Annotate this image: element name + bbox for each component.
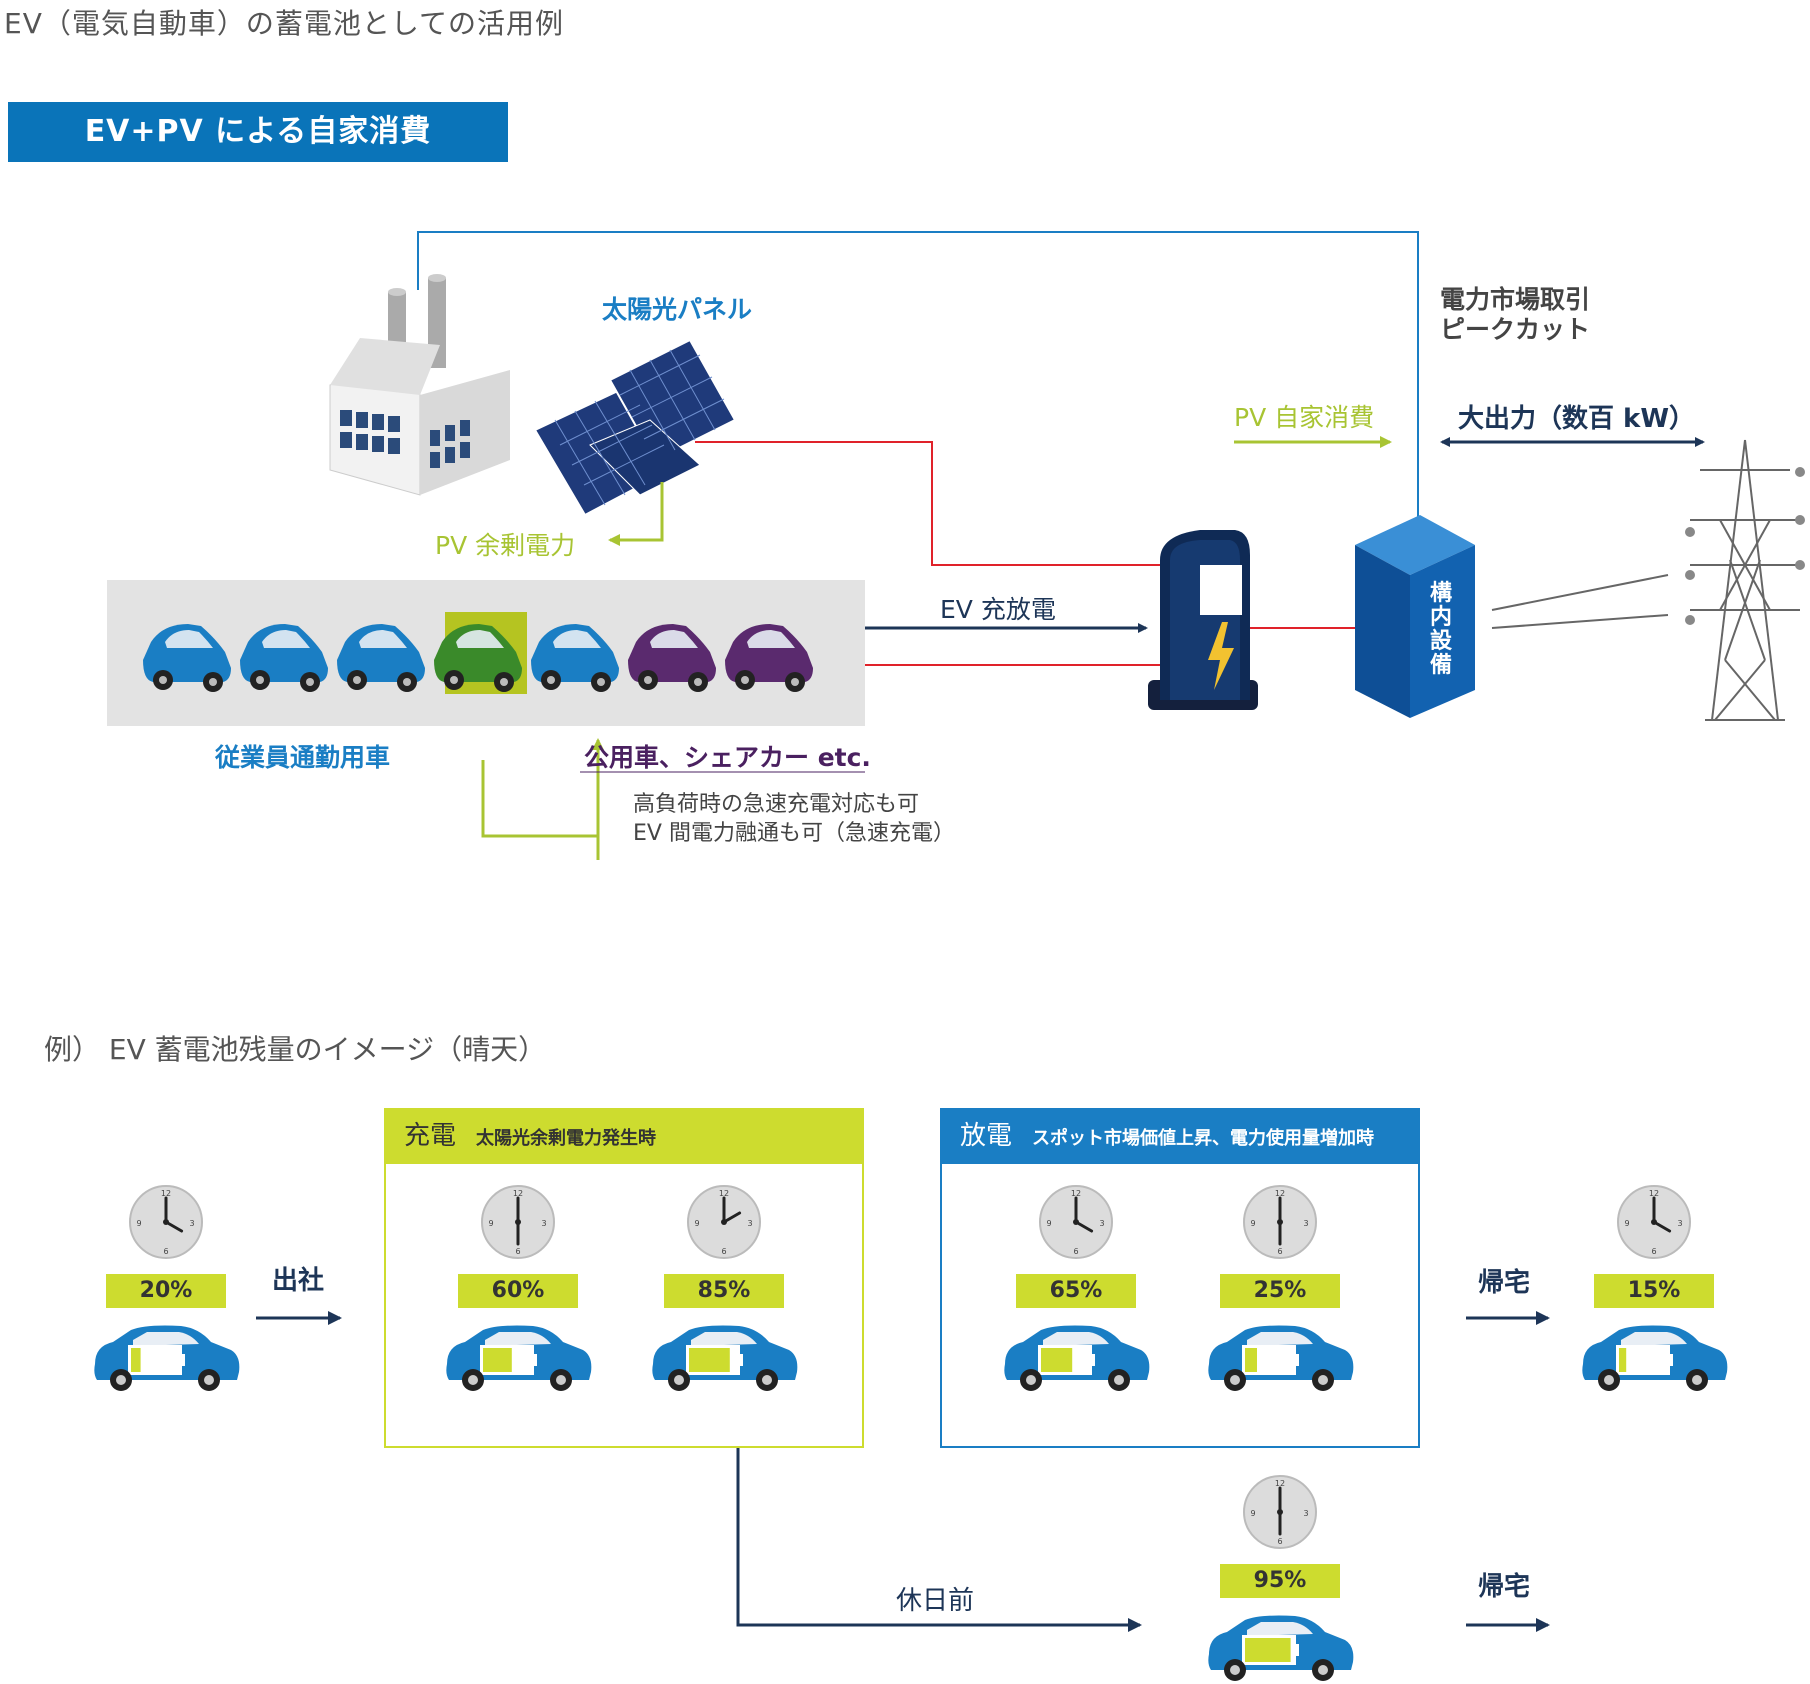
clock-number: 6: [1073, 1247, 1078, 1256]
clock-number: 12: [1275, 1189, 1285, 1198]
solar-panel-icon: [533, 338, 737, 517]
clock-number: 9: [1250, 1509, 1255, 1518]
battery-percent-badge: 65%: [1016, 1274, 1136, 1308]
clock-number: 12: [1071, 1189, 1081, 1198]
clock-icon: 12 3 6 9: [1039, 1185, 1113, 1259]
clock-number: 6: [515, 1247, 520, 1256]
clock-number: 12: [1649, 1189, 1659, 1198]
note-line-2: EV 間電力融通も可（急速充電）: [633, 821, 955, 846]
clock-number: 3: [1099, 1219, 1104, 1228]
clock-number: 9: [1046, 1219, 1051, 1228]
parked-cars: [143, 612, 813, 694]
facility-label: 構内設備: [1430, 581, 1453, 678]
ev-battery-car-icon: [446, 1325, 592, 1391]
system-diagram: [329, 231, 1805, 860]
big-output-label: 大出力（数百 kW）: [1458, 404, 1696, 434]
market-label-1: 電力市場取引: [1440, 285, 1591, 314]
parked-car-icon: [628, 624, 716, 692]
clock-number: 12: [719, 1189, 729, 1198]
clock-number: 6: [1277, 1247, 1282, 1256]
section-banner: EV+PV による自家消費: [8, 102, 508, 162]
note-line-1: 高負荷時の急速充電対応も可: [633, 792, 920, 817]
ev-charger-icon: [1148, 530, 1258, 710]
pv-surplus-label: PV 余剰電力: [435, 531, 576, 560]
clock-number: 6: [163, 1247, 168, 1256]
clock-number: 9: [694, 1219, 699, 1228]
clock-number: 9: [488, 1219, 493, 1228]
grid-line: [417, 231, 1419, 520]
clock-number: 12: [513, 1189, 523, 1198]
battery-percent-badge: 60%: [458, 1274, 578, 1308]
employee-cars-label: 従業員通勤用車: [215, 743, 391, 772]
clock-number: 3: [747, 1219, 752, 1228]
parked-car-icon: [531, 624, 619, 692]
ev-battery-car-icon: [1208, 1615, 1354, 1681]
public-cars-label: 公用車、シェアカー etc.: [584, 743, 871, 772]
transmission-tower-icon: [1491, 439, 1800, 721]
parked-car-icon: [240, 624, 328, 692]
go-home-label-2: 帰宅: [1478, 1572, 1531, 1602]
clock-number: 9: [1624, 1219, 1629, 1228]
charge-header: 充電太陽光余剰電力発生時: [384, 1108, 864, 1164]
facility-box-icon: [1355, 515, 1475, 718]
ev-battery-car-icon: [94, 1325, 240, 1391]
go-home-label: 帰宅: [1478, 1268, 1531, 1298]
ev-battery-car-icon: [1582, 1325, 1728, 1391]
holiday-arrow: [736, 1448, 1142, 1632]
holiday-label: 休日前: [896, 1586, 975, 1616]
timeline-arrows: [256, 1311, 1550, 1632]
clock-icon: 12 3 6 9: [687, 1185, 761, 1259]
charge-title: 充電: [404, 1121, 457, 1151]
clock-number: 6: [1277, 1537, 1282, 1546]
parked-car-icon: [725, 624, 813, 692]
clock-number: 9: [1250, 1219, 1255, 1228]
clock-icon: 12 3 6 9: [481, 1185, 555, 1259]
ev-battery-car-icon: [1004, 1325, 1150, 1391]
battery-percent-badge: 85%: [664, 1274, 784, 1308]
clock-icon: 12 3 6 9: [1243, 1475, 1317, 1549]
clock-number: 6: [721, 1247, 726, 1256]
battery-percent-badge: 25%: [1220, 1274, 1340, 1308]
battery-percent-badge: 15%: [1594, 1274, 1714, 1308]
factory-icon: [329, 274, 510, 496]
ev-battery-car-icon: [1208, 1325, 1354, 1391]
clock-number: 6: [1651, 1247, 1656, 1256]
pv-self-label: PV 自家消費: [1234, 403, 1375, 432]
clock-number: 3: [541, 1219, 546, 1228]
discharge-subtitle: スポット市場価値上昇、電力使用量増加時: [1032, 1128, 1375, 1149]
clock-number: 3: [1303, 1219, 1308, 1228]
clock-icon: 12 3 6 9: [1243, 1185, 1317, 1259]
power-wire: [695, 441, 1160, 566]
clock-number: 12: [161, 1189, 171, 1198]
discharge-title: 放電: [960, 1121, 1013, 1151]
clock-number: 9: [136, 1219, 141, 1228]
clock-number: 12: [1275, 1479, 1285, 1488]
battery-percent-badge: 20%: [106, 1274, 226, 1308]
discharge-header: 放電スポット市場価値上昇、電力使用量増加時: [940, 1108, 1420, 1164]
commute-label: 出社: [272, 1266, 325, 1296]
ev-battery-car-icon: [652, 1325, 798, 1391]
solar-panel-label: 太陽光パネル: [602, 295, 753, 324]
market-label-2: ピークカット: [1440, 315, 1591, 344]
charge-subtitle: 太陽光余剰電力発生時: [476, 1128, 657, 1149]
parked-car-icon: [434, 624, 522, 692]
pv-surplus-arrow: [608, 482, 664, 546]
battery-percent-badge: 95%: [1220, 1564, 1340, 1598]
parked-car-icon: [143, 624, 231, 692]
example-title: 例） EV 蓄電池残量のイメージ（晴天）: [44, 1033, 547, 1066]
clock-icon: 12 3 6 9: [129, 1185, 203, 1259]
clock-number: 3: [189, 1219, 194, 1228]
parked-car-icon: [337, 624, 425, 692]
clock-number: 3: [1303, 1509, 1308, 1518]
ev-charge-label: EV 充放電: [940, 595, 1056, 624]
clock-icon: 12 3 6 9: [1617, 1185, 1691, 1259]
page-title: EV（電気自動車）の蓄電池としての活用例: [4, 7, 565, 40]
clock-number: 3: [1677, 1219, 1682, 1228]
